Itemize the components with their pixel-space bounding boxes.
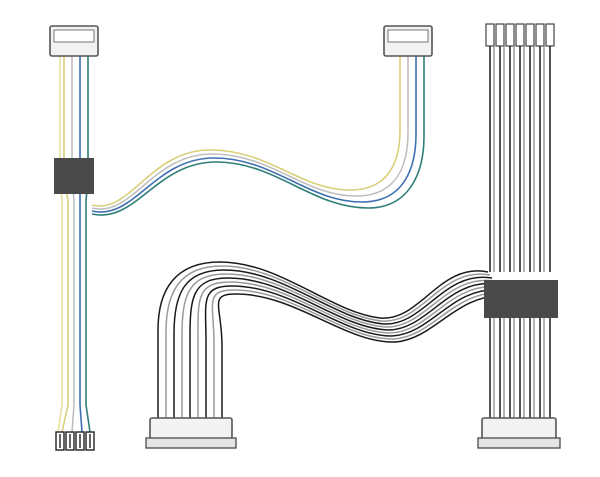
teal-wire bbox=[85, 56, 91, 433]
branch-teal-wire bbox=[91, 56, 425, 216]
branch-white-wire bbox=[91, 56, 409, 210]
top-left-connector bbox=[49, 25, 99, 57]
branch-blue-wire bbox=[91, 56, 417, 213]
top-right-pin-header bbox=[485, 23, 555, 47]
bottom-middle-connector bbox=[145, 417, 237, 449]
three-wire-sleeve bbox=[54, 158, 94, 194]
ribbon-sleeve bbox=[484, 280, 558, 318]
light-yellow-wire bbox=[57, 56, 63, 433]
three-wire-harness bbox=[49, 25, 433, 451]
bottom-right-connector bbox=[477, 417, 561, 449]
right-lower-wires bbox=[489, 318, 551, 422]
eight-wire-ribbon-harness bbox=[145, 23, 561, 449]
white-wire bbox=[71, 56, 75, 433]
yellow-wire bbox=[61, 56, 69, 433]
ribbon-s-curve bbox=[157, 261, 505, 420]
three-wire-vertical-wires bbox=[57, 56, 91, 433]
right-upper-wires bbox=[489, 46, 551, 272]
blue-wire bbox=[79, 56, 83, 433]
top-middle-connector bbox=[383, 25, 433, 57]
bottom-left-pin-terminals bbox=[55, 431, 95, 451]
branch-yellow-wire bbox=[91, 56, 401, 207]
three-wire-branch bbox=[91, 56, 425, 216]
